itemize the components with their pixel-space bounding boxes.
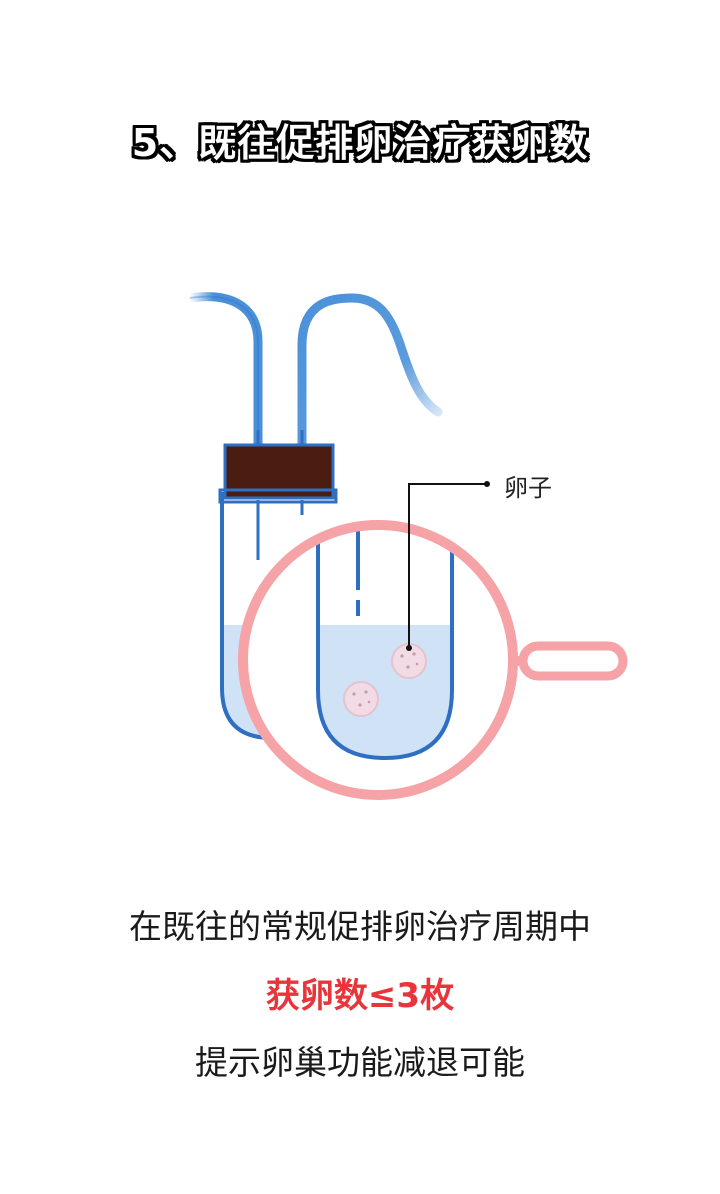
test-tube-illustration xyxy=(185,292,628,800)
page-title: 5、既往促排卵治疗获卵数 xyxy=(131,121,589,165)
egg-callout-line xyxy=(406,481,490,651)
magnifier-ring xyxy=(238,520,518,800)
caption-line-3: 提示卵巢功能减退可能 xyxy=(195,1043,525,1082)
caption-line-1: 在既往的常规促排卵治疗周期中 xyxy=(129,907,591,946)
tubing xyxy=(185,292,443,450)
magnifier-handle xyxy=(518,641,628,681)
magnified-view xyxy=(243,525,513,795)
caption-line-2-highlight: 获卵数≤3枚 xyxy=(265,976,455,1016)
egg-label: 卵子 xyxy=(504,474,552,502)
egg-cell xyxy=(391,643,427,679)
egg-cell xyxy=(343,681,379,717)
